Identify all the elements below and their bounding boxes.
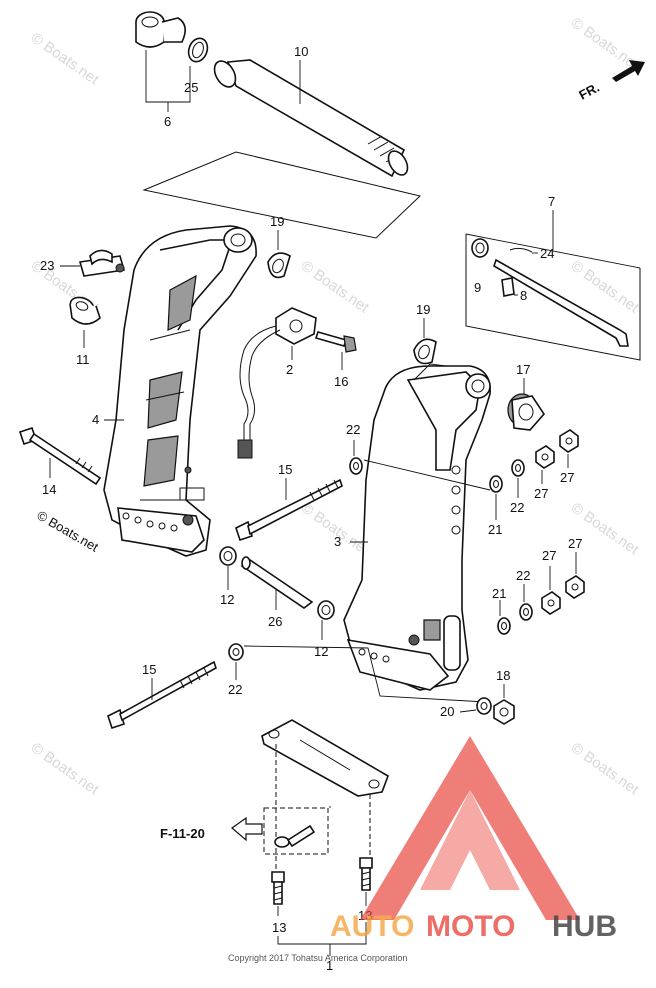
callout-27: 27 (542, 548, 556, 563)
footer-copyright: Copyright 2017 Tohatsu America Corporati… (228, 953, 407, 963)
watermark: © Boats.net (28, 739, 103, 798)
trim-sensor-2 (237, 307, 317, 459)
callout-25: 25 (184, 80, 198, 95)
callout-11: 11 (76, 352, 90, 367)
tube-26 (240, 556, 314, 609)
bushing-11 (69, 296, 101, 325)
callout-22: 22 (346, 422, 360, 437)
logo-text-moto: MOTO (426, 910, 515, 943)
callout-13: 13 (272, 920, 286, 935)
callout-20: 20 (440, 704, 454, 719)
logo-text-hub: HUB (552, 910, 617, 943)
callout-7: 7 (548, 194, 555, 209)
callout-19: 19 (270, 214, 284, 229)
callout-15: 15 (278, 462, 292, 477)
callout-10: 10 (294, 44, 308, 59)
washer-21-upper (489, 475, 503, 493)
callout-22: 22 (516, 568, 530, 583)
bushing-17 (507, 393, 546, 431)
washer-22-lower-left (228, 643, 244, 661)
callout-2: 2 (286, 362, 293, 377)
callout-15: 15 (142, 662, 156, 677)
callout-8: 8 (520, 288, 527, 303)
logo-text-auto: AUTO (330, 910, 414, 943)
reference-label: F-11-20 (160, 826, 205, 841)
washer-20 (476, 697, 492, 715)
callout-24: 24 (540, 246, 554, 261)
bolt-13-left (271, 871, 285, 905)
callout-27: 27 (560, 470, 574, 485)
watermark: © Boats.net (298, 499, 373, 558)
bushing-12-left (219, 546, 237, 566)
reference-detail-box (263, 807, 329, 855)
callout-21: 21 (488, 522, 502, 537)
washer-19-upper (267, 252, 291, 279)
callout-23: 23 (40, 258, 54, 273)
clip-23 (78, 249, 126, 277)
washer-19-lower (413, 338, 437, 365)
callout-27: 27 (568, 536, 582, 551)
watermark: © Boats.net (28, 29, 103, 88)
watermark: © Boats.net (568, 739, 643, 798)
automotohub-logo: AUTO MOTO HUB (330, 736, 617, 943)
reference-arrow-icon (231, 816, 263, 842)
bolt-16 (314, 331, 357, 353)
front-label: FR. (576, 80, 602, 103)
plate-1 (261, 719, 389, 797)
tilt-lock-rod-group-7 (465, 210, 641, 361)
o-ring-25 (187, 37, 209, 63)
callout-12: 12 (314, 644, 328, 659)
swivel-shaft-10 (213, 59, 409, 178)
watermark: © Boats.net (568, 14, 643, 73)
washer-22-lower (519, 603, 533, 621)
callout-27: 27 (534, 486, 548, 501)
callout-4: 4 (92, 412, 99, 427)
bushing-6 (135, 11, 186, 48)
bolt-14 (18, 426, 102, 486)
clamp-bracket-4 (103, 225, 257, 557)
nut-27-c (541, 591, 561, 615)
callout-16: 16 (334, 374, 348, 389)
bushing-12-right (317, 600, 335, 620)
washer-22-upper (349, 457, 363, 475)
callout-21: 21 (492, 586, 506, 601)
front-direction-indicator: FR. (576, 60, 645, 103)
callout-22: 22 (510, 500, 524, 515)
callout-18: 18 (496, 668, 510, 683)
callout-19: 19 (416, 302, 430, 317)
callout-14: 14 (42, 482, 56, 497)
nut-27-a (535, 445, 555, 469)
connector-detail (274, 824, 316, 848)
nut-27-b (559, 429, 579, 453)
watermark: © Boats.net (298, 257, 373, 316)
nut-27-d (565, 575, 585, 599)
bolt-13-right (359, 857, 373, 891)
washer-21-lower (497, 617, 511, 635)
callout-17: 17 (516, 362, 530, 377)
nut-18 (493, 699, 515, 725)
clamp-bracket-3 (343, 363, 491, 691)
callout-12: 12 (220, 592, 234, 607)
callout-1: 1 (326, 958, 333, 973)
bolt-15-upper (235, 478, 343, 542)
reference-plane (142, 151, 422, 239)
callout-3: 3 (334, 534, 341, 549)
callout-26: 26 (268, 614, 282, 629)
callout-9: 9 (474, 280, 481, 295)
callout-6: 6 (164, 114, 171, 129)
callout-22: 22 (228, 682, 242, 697)
bolt-15-lower (107, 660, 217, 730)
copyright-text: © Boats.net (35, 508, 102, 555)
washer-22-right (511, 459, 525, 477)
front-arrow-icon (612, 60, 645, 82)
logo-triangle-icon (360, 736, 580, 920)
